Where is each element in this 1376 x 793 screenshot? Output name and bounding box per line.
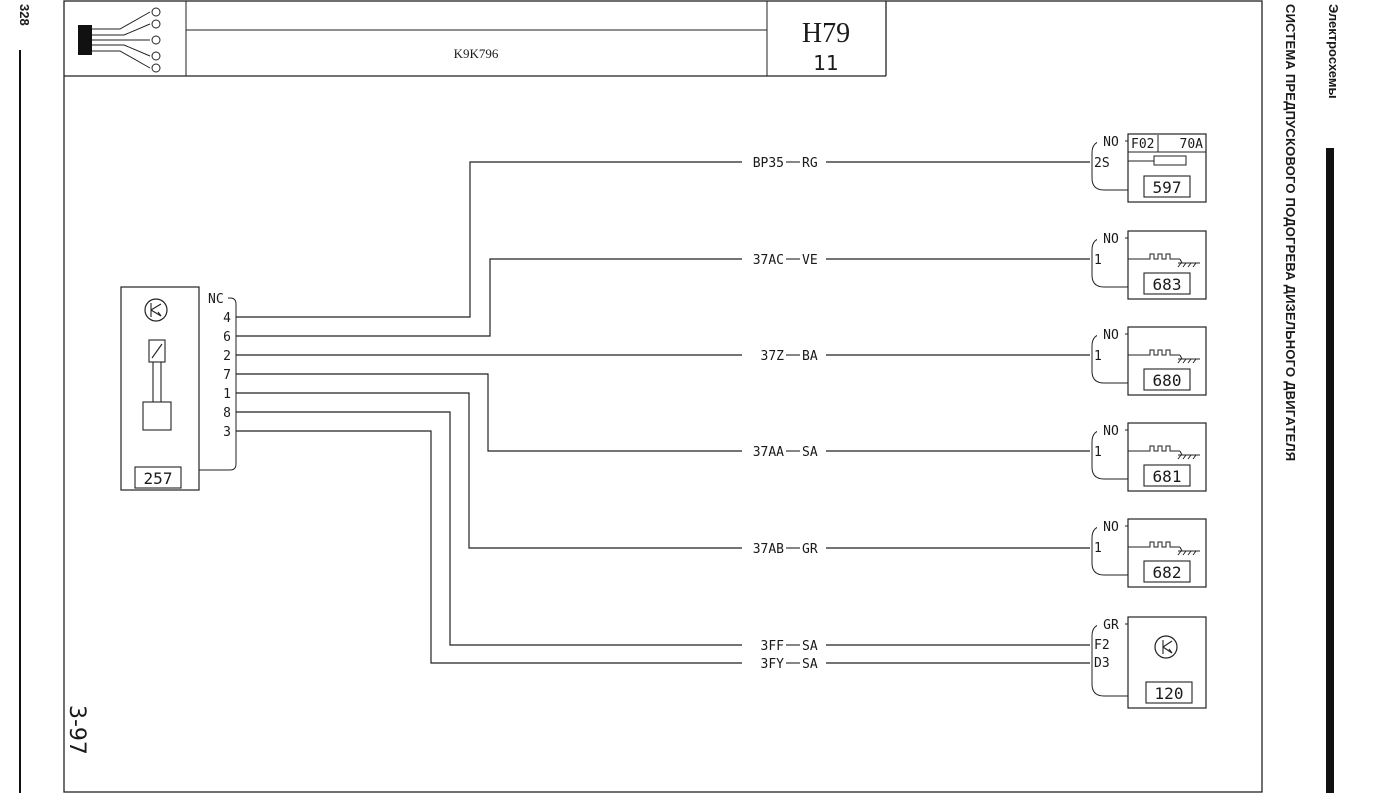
ground-icon bbox=[1177, 354, 1200, 364]
module-pin-labels: 4 6 2 7 1 8 3 bbox=[223, 311, 231, 440]
page-number: 328 bbox=[17, 4, 32, 26]
transistor-icon bbox=[1154, 635, 1178, 659]
engine-code: K9K796 bbox=[454, 46, 499, 61]
component-id: 680 bbox=[1153, 371, 1182, 390]
component-pin: 1 bbox=[1094, 253, 1102, 268]
wire-color: SA bbox=[802, 639, 818, 654]
diagram-code: H79 bbox=[802, 18, 850, 49]
wire-3FF bbox=[236, 411, 1090, 646]
ground-icon bbox=[1177, 450, 1200, 460]
fuse-rating: 70A bbox=[1180, 137, 1204, 152]
section-name: Электросхемы bbox=[1326, 4, 1341, 99]
component-connector: GR bbox=[1103, 618, 1119, 633]
wire-color: GR bbox=[802, 542, 818, 557]
wire-code: 3FF bbox=[761, 639, 785, 654]
wire-code: 3FY bbox=[761, 657, 785, 672]
wire-BP35 bbox=[236, 161, 1090, 318]
wire-label-gap bbox=[742, 637, 826, 653]
wire-color: SA bbox=[802, 657, 818, 672]
ground-icon bbox=[1177, 258, 1200, 268]
component-pin: 1 bbox=[1094, 445, 1102, 460]
component-681: NO1 681 bbox=[1091, 422, 1207, 492]
component-id: 597 bbox=[1153, 178, 1182, 197]
fuse-label: F02 bbox=[1131, 137, 1154, 152]
module-pin-2: 2 bbox=[223, 349, 231, 364]
module-id: 257 bbox=[144, 469, 173, 488]
diagram-frame bbox=[63, 0, 1263, 793]
component-connector: NO bbox=[1103, 135, 1119, 150]
glow-plug-icon bbox=[1128, 445, 1180, 452]
wire-code: 37Z bbox=[761, 349, 785, 364]
component-id: 681 bbox=[1153, 467, 1182, 486]
wire-label-gap bbox=[742, 443, 826, 459]
module-pin-3: 3 bbox=[223, 425, 231, 440]
component-id: 120 bbox=[1155, 684, 1184, 703]
component-id: 682 bbox=[1153, 563, 1182, 582]
wire-label-gap bbox=[742, 154, 826, 170]
ground-icon bbox=[1177, 546, 1200, 556]
page-rule bbox=[19, 50, 21, 793]
wire-color: VE bbox=[802, 253, 818, 268]
component-682: NO1 682 bbox=[1091, 518, 1207, 588]
wire-color: RG bbox=[802, 156, 818, 171]
wire-harness: BP35 RG 37AC VE 37Z BA 37AA SA 37AB GR 3FF SA 3FY SA bbox=[236, 154, 1090, 672]
component-683: NO1 683 bbox=[1091, 230, 1207, 300]
wire-code: 37AC bbox=[753, 253, 784, 268]
module-pin-1: 1 bbox=[223, 387, 231, 402]
relay-module-257: 257 NC bbox=[120, 286, 237, 491]
harness-connector-icon bbox=[78, 7, 161, 73]
module-pin-8: 8 bbox=[223, 406, 231, 421]
component-pin: F2 bbox=[1094, 638, 1110, 653]
module-pin-4: 4 bbox=[223, 311, 231, 326]
component-680: NO1 680 bbox=[1091, 326, 1207, 396]
component-597: NO 2S 597 F02 70A bbox=[1091, 133, 1207, 203]
component-pin: 1 bbox=[1094, 541, 1102, 556]
wire-code: BP35 bbox=[753, 156, 784, 171]
wire-37AB bbox=[236, 392, 1090, 549]
wire-code: 37AA bbox=[753, 445, 784, 460]
wire-label-gap bbox=[742, 540, 826, 556]
component-connector: NO bbox=[1103, 232, 1119, 247]
module-pin-7: 7 bbox=[223, 368, 231, 383]
module-connector-label: NC bbox=[208, 292, 224, 307]
glow-plug-icon bbox=[1128, 541, 1180, 548]
fuse-icon bbox=[1153, 155, 1187, 166]
wire-color: SA bbox=[802, 445, 818, 460]
transistor-icon bbox=[144, 298, 168, 322]
wire-label-gap bbox=[742, 655, 826, 671]
component-pin: 1 bbox=[1094, 349, 1102, 364]
module-pin-6: 6 bbox=[223, 330, 231, 345]
component-pin: 2S bbox=[1094, 156, 1110, 171]
component-connector: NO bbox=[1103, 520, 1119, 535]
section-bar bbox=[1326, 148, 1334, 793]
glow-plug-icon bbox=[1128, 253, 1180, 260]
wire-label-gap bbox=[742, 347, 826, 363]
glow-plug-icon bbox=[1128, 349, 1180, 356]
diagram-sheet: 11 bbox=[813, 51, 838, 75]
wire-37AC bbox=[236, 258, 1090, 337]
component-id: 683 bbox=[1153, 275, 1182, 294]
wire-3FY bbox=[236, 430, 1090, 664]
wire-label-gap bbox=[742, 251, 826, 267]
wire-color: BA bbox=[802, 349, 818, 364]
component-connector: NO bbox=[1103, 328, 1119, 343]
component-connector: NO bbox=[1103, 424, 1119, 439]
wire-code: 37AB bbox=[753, 542, 784, 557]
relay-coil-icon bbox=[142, 339, 172, 431]
page-title: СИСТЕМА ПРЕДПУСКОВОГО ПОДОГРЕВА ДИЗЕЛЬНО… bbox=[1283, 4, 1298, 462]
component-pin: D3 bbox=[1094, 656, 1110, 671]
figure-number: 3-97 bbox=[64, 705, 89, 755]
